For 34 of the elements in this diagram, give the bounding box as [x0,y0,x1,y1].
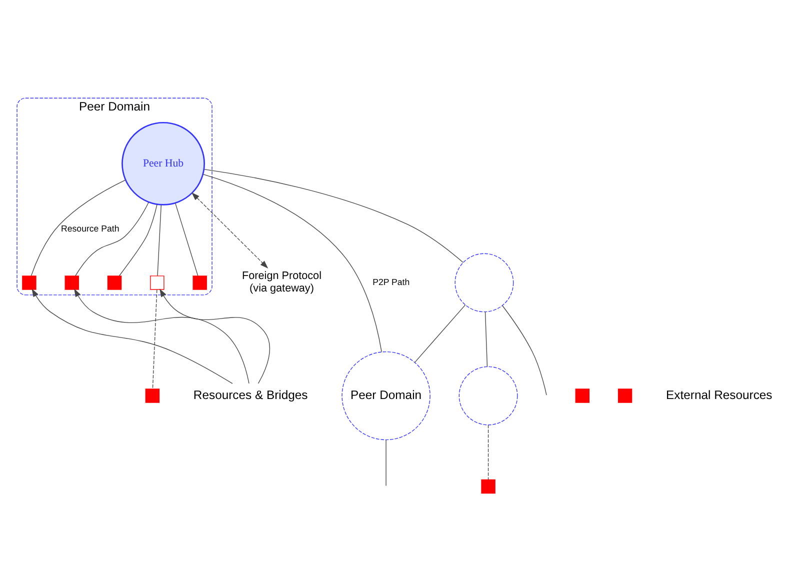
edge-label: Resource Path [61,223,120,234]
connector [502,304,547,395]
node-box [192,275,207,290]
connector [152,288,158,389]
node-text: Resources & Bridges [193,387,308,402]
connector [414,304,466,362]
node-circle [454,252,514,312]
arrow [192,192,268,268]
connector [202,173,382,352]
arrow [160,288,270,384]
node-box [618,388,632,402]
connector [175,202,198,276]
arrow [32,288,233,384]
connector [488,424,489,480]
node-box [64,275,79,290]
node-box [481,478,496,494]
node-box [145,388,160,402]
node-circle [458,366,518,425]
node-box [575,388,590,402]
connector [118,204,158,276]
arrow [74,288,250,384]
connector [75,202,149,276]
node-text: Foreign Protocol (via gateway) [242,270,322,294]
connector [157,204,162,276]
node-box [150,275,164,290]
node-circle: Peer Domain [342,350,430,440]
connector [484,311,488,367]
node-box [22,275,36,290]
node-box [107,275,122,290]
node-circle: Peer Hub [122,121,205,205]
label: External Resources [666,387,772,402]
connector [204,168,464,262]
edge-label: P2P Path [372,276,410,287]
connector [30,179,126,276]
